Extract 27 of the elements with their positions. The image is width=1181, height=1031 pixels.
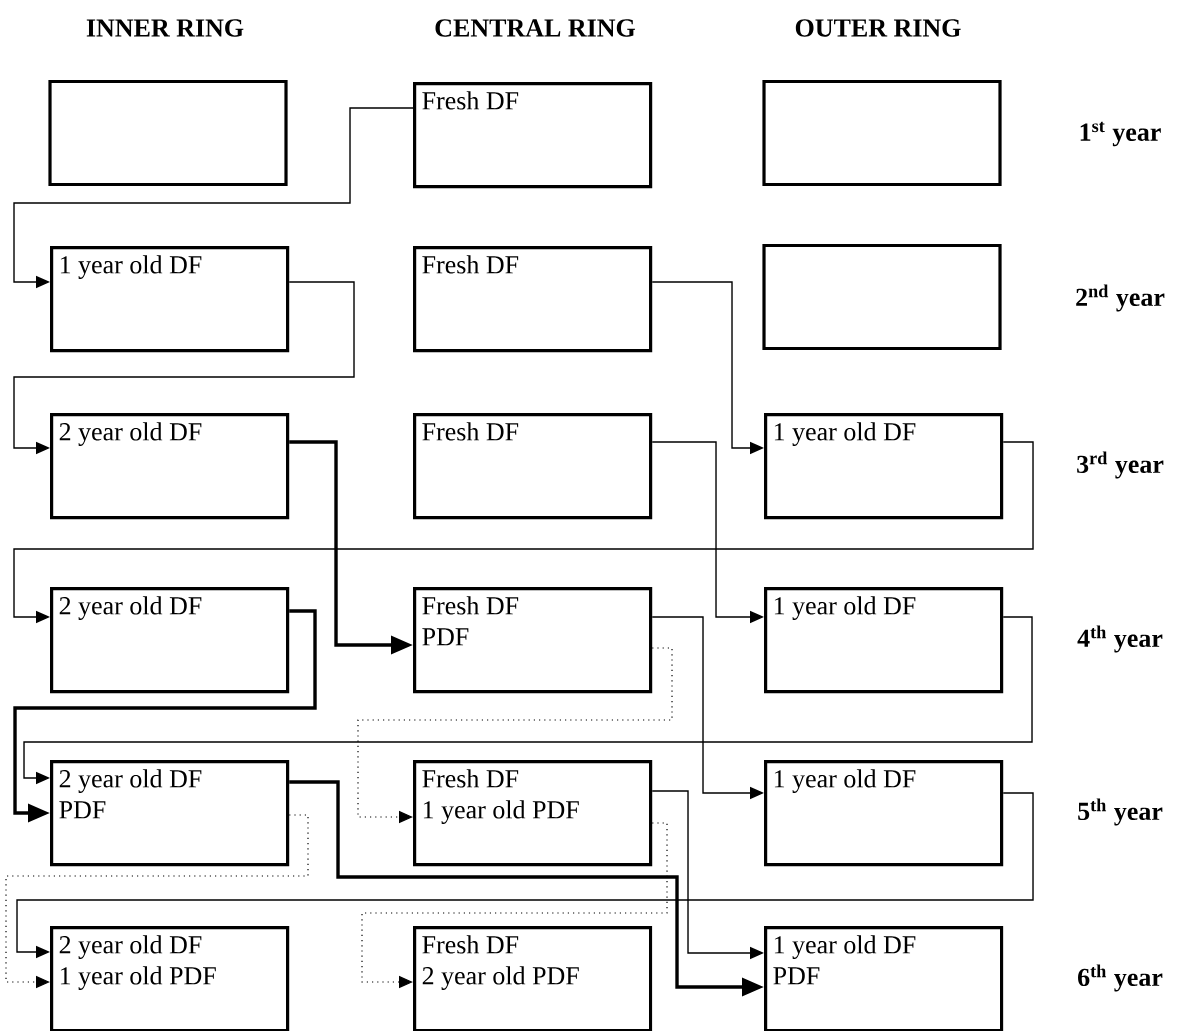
process-box: Fresh DF PDF (413, 587, 653, 694)
process-box: 2 year old DF (50, 413, 290, 520)
process-box: 2 year old DF PDF (50, 760, 290, 867)
process-box: Fresh DF 1 year old PDF (413, 760, 653, 867)
process-box: Fresh DF (413, 246, 653, 353)
process-box: 1 year old DF (764, 413, 1004, 520)
column-heading: INNER RING (86, 19, 244, 37)
empty-box (48, 79, 288, 187)
process-box: 1 year old DF (764, 587, 1004, 694)
empty-box (762, 243, 1002, 351)
column-heading: OUTER RING (795, 19, 961, 37)
year-label: 4$^{th}$ year (1077, 625, 1163, 653)
year-label: 5$^{th}$ year (1078, 798, 1163, 826)
year-label: 2$^{nd}$ year (1076, 284, 1165, 312)
process-box: 1 year old DF PDF (764, 926, 1004, 1031)
process-box: Fresh DF 2 year old PDF (413, 926, 653, 1031)
process-box: Fresh DF (413, 82, 653, 189)
year-label: 1$^{st}$ year (1080, 121, 1161, 147)
process-box: 2 year old DF 1 year old PDF (50, 926, 290, 1031)
column-heading: CENTRAL RING (435, 19, 636, 37)
year-label: 3$^{rd}$ year (1077, 451, 1164, 479)
empty-box (762, 79, 1002, 187)
process-box: Fresh DF (413, 413, 653, 520)
year-label: 6$^{th}$ year (1078, 964, 1163, 992)
process-box: 1 year old DF (50, 246, 290, 353)
process-box: 2 year old DF (50, 587, 290, 694)
process-box: 1 year old DF (764, 760, 1004, 867)
